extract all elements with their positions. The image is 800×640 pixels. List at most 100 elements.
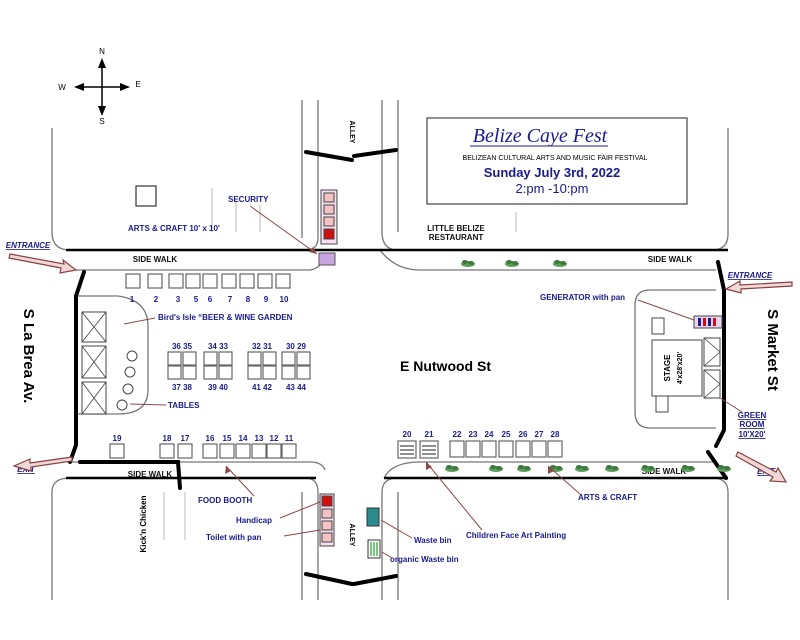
green-room-label-3: 10'X20' [739,430,766,439]
booth-number-21: 21 [425,430,434,439]
street-main: E Nutwood St [400,358,491,374]
svg-text:4'x28'x20': 4'x28'x20' [677,352,684,385]
booth-25 [498,440,514,458]
booth-number-8: 8 [246,295,251,304]
shrub [717,465,731,472]
booth-number-10: 10 [280,295,289,304]
sidewalk-ne: SIDE WALK [648,255,693,264]
restaurant-label: RESTAURANT [429,233,484,242]
booth-number-12: 12 [270,434,279,443]
booth-19 [109,443,125,459]
shrub [505,260,519,267]
booth-6 [202,273,218,289]
svg-text:STAGE: STAGE [663,354,672,382]
waste-bin [366,507,380,527]
beer-garden [81,311,138,415]
booth-22 [449,440,465,458]
shrub [489,465,503,472]
entrance-east: ENTRANCE [724,271,793,294]
beer-garden-label: Bird's Isle “BEER & WINE GARDEN [158,313,293,322]
generator [693,315,723,329]
booth-number-9: 9 [264,295,269,304]
booth-number-20: 20 [403,430,412,439]
sidewalk-sw: SIDE WALK [128,470,173,479]
booth-2 [147,273,163,289]
booth-5 [185,273,201,289]
shrub [461,260,475,267]
svg-text:ENTRANCE: ENTRANCE [728,271,773,280]
booth-31 [262,351,277,366]
booth-number-22: 22 [453,430,462,439]
green-room-2 [703,369,721,399]
svg-text:ENTRANCE: ENTRANCE [6,241,51,250]
security-booth [318,252,336,266]
booth-3 [168,273,184,289]
booth-number-25: 25 [502,430,511,439]
festival-title: Belize Caye Fest [473,125,608,147]
booth-29 [296,351,311,366]
shrub [681,465,695,472]
alley-top: ALLEY [348,121,355,144]
arts-craft-square [135,185,157,207]
booth-numbers-32-31: 32 31 [252,342,273,351]
waste-bin-label: Waste bin [414,536,452,545]
booth-number-18: 18 [163,434,172,443]
alley-bottom: ALLEY [348,524,355,547]
booth-numbers-43-44: 43 44 [286,383,307,392]
compass-n: N [99,47,105,56]
booth-30 [281,351,296,366]
booth-40 [218,365,233,380]
booth-37 [167,365,182,380]
compass-rose: N S W E [58,47,140,126]
shrub [553,260,567,267]
booth-33 [218,351,233,366]
little-belize-label: LITTLE BELIZE [427,224,485,233]
booth-43 [281,365,296,380]
compass-w: W [58,83,66,92]
shrub [641,465,655,472]
exit-east: EXIT [735,451,788,483]
kickn-chicken-label: Kick'n Chicken [139,495,148,552]
booth-44 [296,365,311,380]
stage: STAGE 4'x28'x20' [651,339,703,397]
booth-number-3: 3 [176,295,181,304]
arts-craft-bottom-label: ARTS & CRAFT [578,493,637,502]
booth-35 [182,351,197,366]
tables-label: TABLES [168,401,200,410]
booth-41 [247,365,262,380]
booth-number-27: 27 [535,430,544,439]
booth-7 [221,273,237,289]
food-booth-label: FOOD BOOTH [198,496,252,505]
booth-24 [481,440,497,458]
booth-11 [281,443,297,459]
booth-numbers-36-35: 36 35 [172,342,193,351]
entrance-west: ENTRANCE [6,241,78,274]
plaza-box-1 [651,317,665,335]
shrubs [445,260,731,472]
booth-39 [203,365,218,380]
organic-waste-label: organic Waste bin [390,555,459,564]
booth-8 [239,273,255,289]
festival-time: 2:pm -10:pm [516,181,589,196]
booth-28 [547,440,563,458]
festival-date: Sunday July 3rd, 2022 [484,165,621,180]
booth-23 [465,440,481,458]
booth-number-13: 13 [255,434,264,443]
booth-27 [531,440,547,458]
generator-label: GENERATOR with pan [540,293,625,302]
booth-number-23: 23 [469,430,478,439]
title-box: Belize Caye Fest BELIZEAN CULTURAL ARTS … [426,117,688,205]
booth-16 [202,443,218,459]
booth-number-24: 24 [485,430,494,439]
organic-waste-bin [367,539,381,559]
shrub [575,465,589,472]
festival-subtitle: BELIZEAN CULTURAL ARTS AND MUSIC FAIR FE… [463,155,648,162]
parking-lines [163,188,517,540]
booth-numbers-30-29: 30 29 [286,342,307,351]
